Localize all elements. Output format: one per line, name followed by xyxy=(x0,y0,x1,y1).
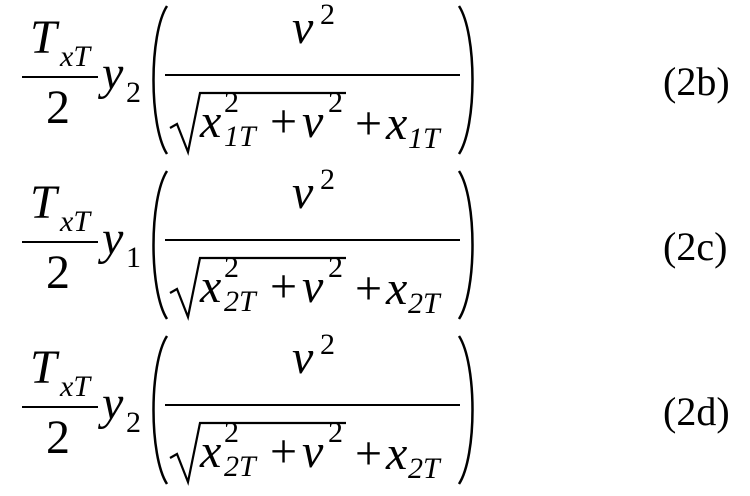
T-subscript: xT xyxy=(60,370,90,403)
denominator-two: 2 xyxy=(46,246,70,299)
main-fraction-bar xyxy=(165,404,460,406)
nu-exponent: 2 xyxy=(328,251,343,284)
x-subscript: 2T xyxy=(408,287,440,320)
nu-exponent: 2 xyxy=(328,416,343,449)
left-paren-icon xyxy=(152,5,169,155)
plus-sign: + xyxy=(270,425,298,478)
nu-symbol: ν xyxy=(302,260,324,313)
plus-sign: + xyxy=(355,262,383,315)
T-symbol: T xyxy=(30,176,57,229)
x-subscript: 2T xyxy=(224,450,256,483)
plus-sign: + xyxy=(270,95,298,148)
x-exponent: 2 xyxy=(224,416,239,449)
x-exponent: 2 xyxy=(224,251,239,284)
x-symbol: x xyxy=(200,260,222,313)
sqrt-icon xyxy=(169,256,346,321)
equation: T xT 2 y 1 ν 2 x 2 2T + ν 2 + x 2T (2c) xyxy=(0,165,750,330)
main-fraction-bar xyxy=(165,74,460,76)
nu-exponent: 2 xyxy=(328,86,343,119)
x-symbol: x xyxy=(386,262,408,315)
T-subscript: xT xyxy=(60,40,90,73)
x-symbol: x xyxy=(200,425,222,478)
numerator-nu: ν xyxy=(292,1,314,54)
T-symbol: T xyxy=(30,11,57,64)
y-symbol: y xyxy=(102,47,124,100)
x-exponent: 2 xyxy=(224,86,239,119)
nu-symbol: ν xyxy=(302,425,324,478)
T-subscript: xT xyxy=(60,205,90,238)
right-paren-icon xyxy=(457,335,474,485)
equation: T xT 2 y 2 ν 2 x 2 2T + ν 2 + x 2T (2d) xyxy=(0,330,750,495)
denominator-two: 2 xyxy=(46,81,70,134)
equation-label: (2c) xyxy=(663,224,728,269)
x-subscript: 2T xyxy=(224,285,256,318)
numerator-exponent: 2 xyxy=(320,328,335,361)
fraction-bar xyxy=(22,76,98,78)
x-subscript: 2T xyxy=(408,452,440,485)
left-paren-icon xyxy=(152,335,169,485)
x-symbol: x xyxy=(200,95,222,148)
right-paren-icon xyxy=(457,170,474,320)
left-paren-icon xyxy=(152,170,169,320)
equation-label: (2b) xyxy=(663,59,730,104)
plus-sign: + xyxy=(270,260,298,313)
x-subscript: 1T xyxy=(224,120,256,153)
y-symbol: y xyxy=(102,377,124,430)
right-paren-icon xyxy=(457,5,474,155)
fraction-bar xyxy=(22,406,98,408)
x-symbol: x xyxy=(386,427,408,480)
y-subscript: 1 xyxy=(126,241,141,274)
T-symbol: T xyxy=(30,341,57,394)
numerator-nu: ν xyxy=(292,166,314,219)
x-symbol: x xyxy=(386,97,408,150)
sqrt-icon xyxy=(169,421,346,486)
equation-label: (2d) xyxy=(663,389,730,434)
denominator-two: 2 xyxy=(46,411,70,464)
sqrt-icon xyxy=(169,91,346,156)
main-fraction-bar xyxy=(165,239,460,241)
equation: T xT 2 y 2 ν 2 x 2 1T + ν 2 + x 1T (2b) xyxy=(0,0,750,165)
x-subscript: 1T xyxy=(408,122,440,155)
nu-symbol: ν xyxy=(302,95,324,148)
plus-sign: + xyxy=(355,427,383,480)
numerator-exponent: 2 xyxy=(320,0,335,31)
y-subscript: 2 xyxy=(126,76,141,109)
plus-sign: + xyxy=(355,97,383,150)
y-symbol: y xyxy=(102,212,124,265)
fraction-bar xyxy=(22,241,98,243)
numerator-nu: ν xyxy=(292,331,314,384)
numerator-exponent: 2 xyxy=(320,163,335,196)
y-subscript: 2 xyxy=(126,406,141,439)
